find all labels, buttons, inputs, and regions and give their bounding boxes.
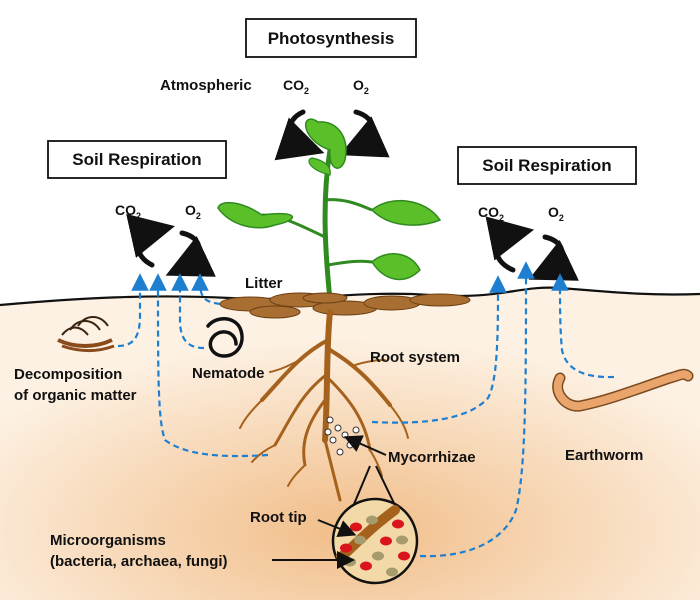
root-tip-zoom-circle: [331, 497, 419, 585]
soil-respiration-right-title: Soil Respiration: [482, 156, 611, 175]
microorganisms-label-line1: Microorganisms: [50, 532, 166, 549]
leaf-small: [308, 157, 331, 176]
svg-text:O2: O2: [548, 204, 564, 223]
plant: [217, 118, 442, 301]
left-co2-release-arrow-icon: [126, 213, 175, 268]
svg-text:CO2: CO2: [115, 202, 141, 221]
microorganisms-label-line2: (bacteria, archaea, fungi): [50, 553, 228, 570]
flux-decomposition: [117, 273, 149, 348]
ground-surface-line: [0, 286, 700, 307]
gas-flux-paths: [117, 261, 615, 558]
flux-roots-right: [371, 275, 507, 424]
mycorrhizae-label: Mycorrhizae: [388, 449, 476, 466]
root-system: [239, 309, 409, 502]
soil-respiration-right-box: Soil Respiration: [457, 146, 637, 185]
earthworm-icon: [552, 368, 694, 412]
soil-respiration-left-title: Soil Respiration: [72, 150, 201, 169]
nematode-icon: [206, 317, 244, 358]
flux-earthworm: [551, 273, 615, 379]
leaf-top: [305, 118, 347, 169]
root-system-label: Root system: [370, 349, 460, 366]
soil-respiration-left-box: Soil Respiration: [47, 140, 227, 179]
decomposition-label-line2: of organic matter: [14, 387, 137, 404]
atmos-co2-uptake-arrow-icon: [274, 109, 325, 161]
flux-roots-left: [149, 273, 269, 458]
flux-microbes: [419, 261, 535, 558]
leaf-left: [217, 201, 294, 229]
mycorrhizae-pointer: [343, 435, 387, 456]
svg-text:O2: O2: [353, 77, 369, 96]
svg-text:CO2: CO2: [478, 204, 504, 223]
photosynthesis-title: Photosynthesis: [268, 29, 395, 48]
right-co2-release-arrow-icon: [485, 216, 535, 273]
left-o2-uptake-arrow-icon: [165, 230, 216, 277]
litter-label: Litter: [245, 275, 283, 292]
leaf-right: [370, 199, 442, 226]
flux-nematode: [171, 273, 205, 350]
organic-matter-icon: [57, 316, 115, 352]
root-tip-pointer: [317, 519, 357, 538]
leaf-lower-right: [371, 253, 421, 281]
atmos-o2-release-arrow-icon: [339, 109, 390, 158]
right-o2-uptake-arrow-icon: [528, 234, 579, 281]
microbes-red: [340, 519, 410, 571]
gas-o2-atmospheric: O2: [353, 77, 369, 96]
flux-litter: [191, 273, 221, 306]
atmospheric-label: Atmospheric: [160, 77, 252, 94]
nematode-label: Nematode: [192, 365, 265, 382]
root-tip-label: Root tip: [250, 509, 307, 526]
exchange-arrows: [126, 109, 579, 281]
gas-co2-atmospheric: CO2: [283, 77, 309, 96]
earthworm-label: Earthworm: [565, 447, 643, 464]
gas-co2-right: CO2: [478, 204, 504, 223]
gas-o2-left: O2: [185, 202, 201, 221]
gas-co2-left: CO2: [115, 202, 141, 221]
photosynthesis-box: Photosynthesis: [245, 18, 417, 58]
svg-text:CO2: CO2: [283, 77, 309, 96]
decomposition-label-line1: Decomposition: [14, 366, 122, 383]
svg-text:O2: O2: [185, 202, 201, 221]
gas-o2-right: O2: [548, 204, 564, 223]
